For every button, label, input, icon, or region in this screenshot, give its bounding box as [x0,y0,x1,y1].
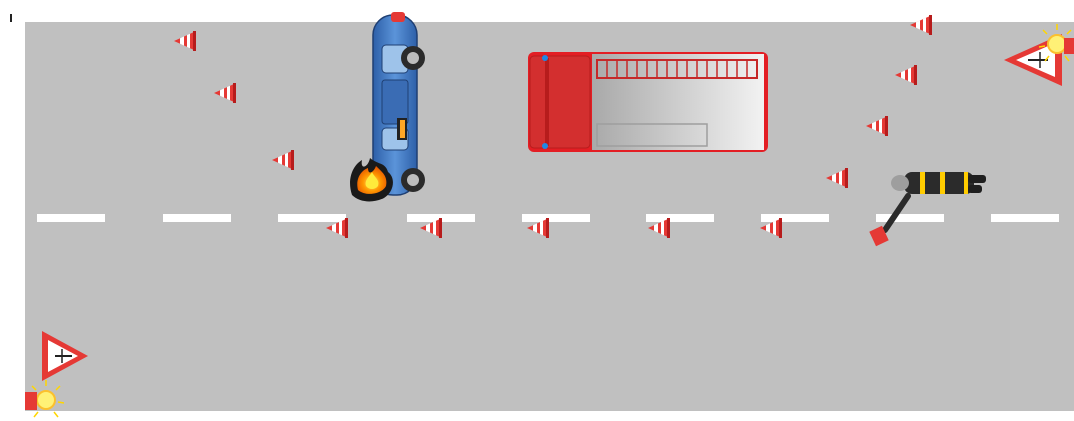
corner-tick [10,14,12,22]
firefighter-icon [869,172,986,247]
warning-light-icon [1038,23,1074,62]
car-icon [372,12,425,196]
fire-icon [350,158,393,202]
fire-truck-icon [528,52,768,152]
warning-light-icon [25,379,65,418]
warning-triangle-icon [42,331,88,381]
